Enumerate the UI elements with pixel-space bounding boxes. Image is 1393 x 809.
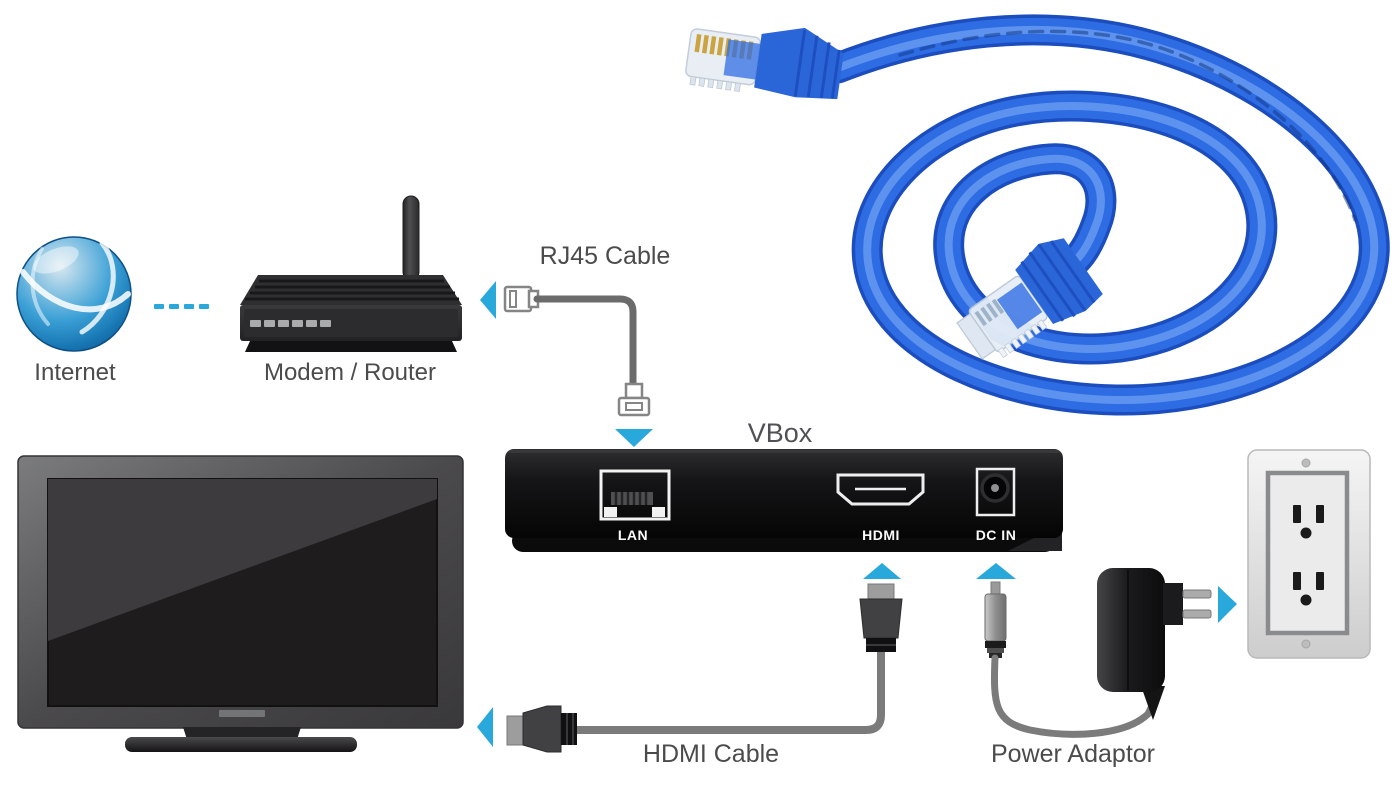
outlet-screw [1301, 639, 1311, 649]
tv-stand-base [125, 737, 357, 752]
socket-bottom [1293, 572, 1324, 606]
modem-leds [250, 320, 331, 327]
socket-top [1293, 505, 1324, 539]
rj45-connector-left [503, 285, 540, 313]
rj45-cable-drawing [480, 281, 653, 447]
arrow-up-to-hdmi-icon [863, 563, 901, 579]
rj45-cable-line [533, 295, 637, 388]
hdmi-cable-line [573, 648, 885, 734]
internet-label: Internet [34, 359, 116, 386]
hdmi-cable-drawing [477, 563, 903, 753]
hdmi-plug-up [859, 583, 903, 652]
tv-brand-bar [219, 710, 265, 717]
power-adaptor-body [1097, 568, 1212, 720]
dc-barrel-plug [984, 581, 1007, 658]
rj45-connector-bottom [617, 382, 651, 417]
internet-globe-icon [16, 236, 132, 352]
modem-base [245, 341, 457, 352]
wall-outlet-illustration [1247, 449, 1371, 659]
outlet-screw [1301, 458, 1311, 468]
vbox-device: LAN HDMI DC IN [505, 449, 1063, 552]
hdmi-plug-left [506, 705, 577, 753]
hdmi-port [836, 473, 925, 506]
cable-print-text [898, 29, 1357, 222]
arrow-down-to-lan-icon [615, 429, 653, 447]
rj45-cable-label: RJ45 Cable [539, 242, 671, 270]
plug-prong [1182, 609, 1212, 619]
dc-in-port-label: DC IN [976, 527, 1017, 543]
dashed-line [154, 304, 209, 309]
dc-in-port [975, 467, 1016, 517]
power-adaptor-drawing [976, 563, 1237, 738]
power-adaptor-label: Power Adaptor [991, 740, 1155, 768]
tv-screen-gloss [48, 479, 437, 641]
arrow-right-to-outlet-icon [1218, 586, 1237, 623]
outlet-face [1265, 470, 1350, 636]
arrow-up-to-dcin-icon [976, 563, 1016, 579]
modem-router-illustration [240, 195, 462, 352]
hdmi-cable-label: HDMI Cable [642, 740, 780, 768]
vbox-label: VBox [747, 418, 813, 448]
lan-port [599, 469, 671, 521]
hdmi-port-label: HDMI [862, 527, 900, 543]
antenna [402, 195, 420, 281]
arrow-left-to-modem-icon [480, 281, 496, 319]
modem-router-label: Modem / Router [263, 359, 437, 386]
cable-coil [822, 14, 1390, 416]
vbox-body [505, 449, 1063, 538]
lan-port-label: LAN [618, 527, 648, 543]
plug-prong [1182, 589, 1212, 599]
tv-illustration [17, 455, 464, 752]
arrow-left-to-tv-icon [477, 707, 493, 747]
internet-modem-dashed-link [154, 304, 209, 309]
ethernet-cable-photo [685, 14, 1390, 416]
rj45-plug-center [956, 238, 1103, 360]
rj45-plug-top-left [685, 27, 844, 100]
power-cable-line [990, 654, 1158, 738]
